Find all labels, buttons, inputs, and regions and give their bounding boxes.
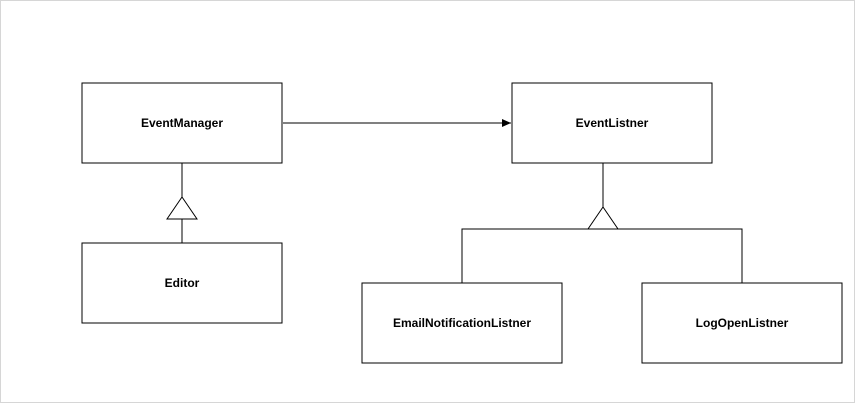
class-label-logopenlistner: LogOpenListner bbox=[696, 316, 789, 330]
class-box-eventmanager[interactable]: EventManager bbox=[81, 82, 283, 164]
class-label-editor: Editor bbox=[165, 276, 200, 290]
class-label-eventmanager: EventManager bbox=[141, 116, 223, 130]
inheritance-triangle bbox=[166, 196, 198, 220]
class-box-logopenlistner[interactable]: LogOpenListner bbox=[641, 282, 843, 364]
class-label-emailnotificationlistner: EmailNotificationListner bbox=[393, 316, 531, 330]
class-box-emailnotificationlistner[interactable]: EmailNotificationListner bbox=[361, 282, 563, 364]
inheritance-triangle bbox=[587, 206, 619, 230]
class-box-eventlistner[interactable]: EventListner bbox=[511, 82, 713, 164]
inheritance-listeners-eventlistner[interactable] bbox=[461, 163, 743, 283]
class-box-editor[interactable]: Editor bbox=[81, 242, 283, 324]
class-label-eventlistner: EventListner bbox=[576, 116, 649, 130]
inheritance-editor-eventmanager[interactable] bbox=[166, 163, 198, 243]
